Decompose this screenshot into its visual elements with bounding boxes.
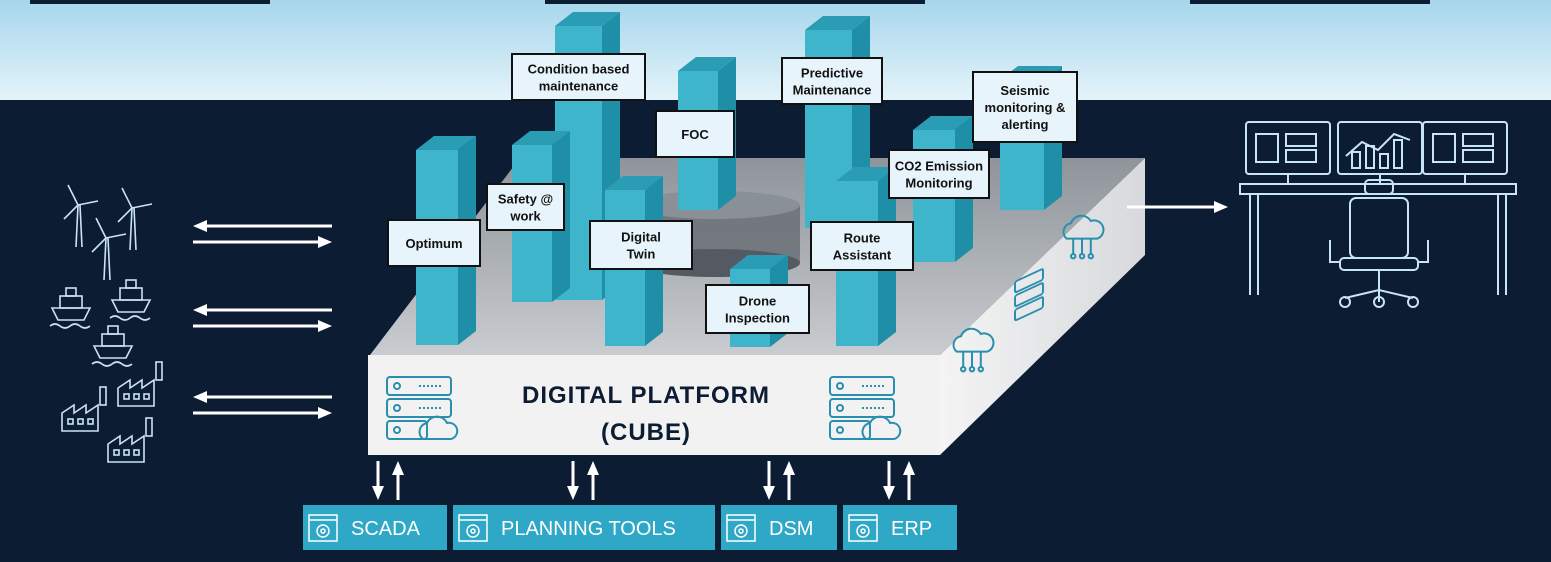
office-chair-icon [1329,179,1429,308]
top-bar-right [1190,0,1430,4]
arrow-head [392,461,404,475]
arrow-head [1214,201,1228,213]
capability-label-text: Optimum [405,236,462,251]
gear-window-icon [848,514,878,542]
capability-label-text: Twin [627,247,656,262]
capability-label-text: Seismic [1000,83,1049,98]
dsm-button-label: DSM [769,518,813,540]
wind-turbine-icon [91,217,127,281]
arrow-head [193,220,207,232]
scada-button-label: SCADA [351,518,421,540]
left-assets [49,184,163,463]
cloud-network-icon [1062,214,1105,260]
flow-arrows [193,201,1228,500]
erp-button[interactable]: ERP [843,505,957,550]
monitor-icon [1337,121,1423,185]
factory-icon [61,386,107,432]
capability-label-text: Drone [739,294,777,309]
planning-tools-button[interactable]: PLANNING TOOLS [453,505,715,550]
arrow-head [763,486,775,500]
capability-label-safety[interactable]: Safety @ work [486,183,565,231]
scada-button[interactable]: SCADA [303,505,447,550]
capability-label-text: FOC [681,127,709,142]
arrow-head [318,236,332,248]
top-bar-left [30,0,270,4]
server-stack-icon [1014,268,1044,322]
planning-tools-button-label: PLANNING TOOLS [501,518,676,540]
capability-label-text: Condition based [528,62,630,77]
capability-label-text: Assistant [833,248,892,263]
capability-label-optimum[interactable]: Optimum [387,219,481,267]
arrow-head [193,304,207,316]
factory-icon [107,417,153,463]
ship-icon [91,325,134,367]
monitor-icon [1245,121,1331,185]
top-bar-center [545,0,925,4]
cloud-network-icon [952,327,995,373]
arrow-head [883,486,895,500]
server-cloud-icon [829,376,902,440]
capability-label-condition[interactable]: Condition based maintenance [511,53,646,101]
gear-window-icon [308,514,338,542]
capability-label-text: Monitoring [905,176,972,191]
capability-label-foc[interactable]: FOC [655,110,735,158]
capability-label-text: work [509,209,541,224]
capability-label-text: Route [844,231,881,246]
sky-band [0,0,1551,100]
capability-label-text: maintenance [539,79,618,94]
capability-label-text: alerting [1002,117,1049,132]
dsm-button[interactable]: DSM [721,505,837,550]
capability-label-text: CO2 Emission [895,159,983,174]
arrow-head [587,461,599,475]
monitor-icon [1422,121,1508,185]
capability-label-text: Digital [621,230,661,245]
arrow-head [318,320,332,332]
operator-workstation-icon [1239,121,1517,308]
arrow-head [372,486,384,500]
wind-turbine-icon [117,187,153,251]
arrow-head [193,391,207,403]
wind-turbine-icon [63,184,99,248]
ship-icon [49,287,92,329]
capability-label-text: Safety @ [498,192,553,207]
capability-label-seismic[interactable]: Seismic monitoring & alerting [972,71,1078,143]
capability-label-text: monitoring & [985,100,1066,115]
capability-label-text: Maintenance [793,83,872,98]
arrow-head [567,486,579,500]
gear-window-icon [726,514,756,542]
arrow-head [783,461,795,475]
server-cloud-icon [386,376,459,440]
arrow-head [318,407,332,419]
arrow-head [903,461,915,475]
gear-window-icon [458,514,488,542]
platform-title-line2: (CUBE) [601,419,691,446]
capability-label-text: Inspection [725,311,790,326]
ship-icon [109,279,152,321]
factory-icon [117,361,163,407]
erp-button-label: ERP [891,518,932,540]
platform-title-line1: DIGITAL PLATFORM [522,382,770,409]
capability-label-text: Predictive [801,66,863,81]
